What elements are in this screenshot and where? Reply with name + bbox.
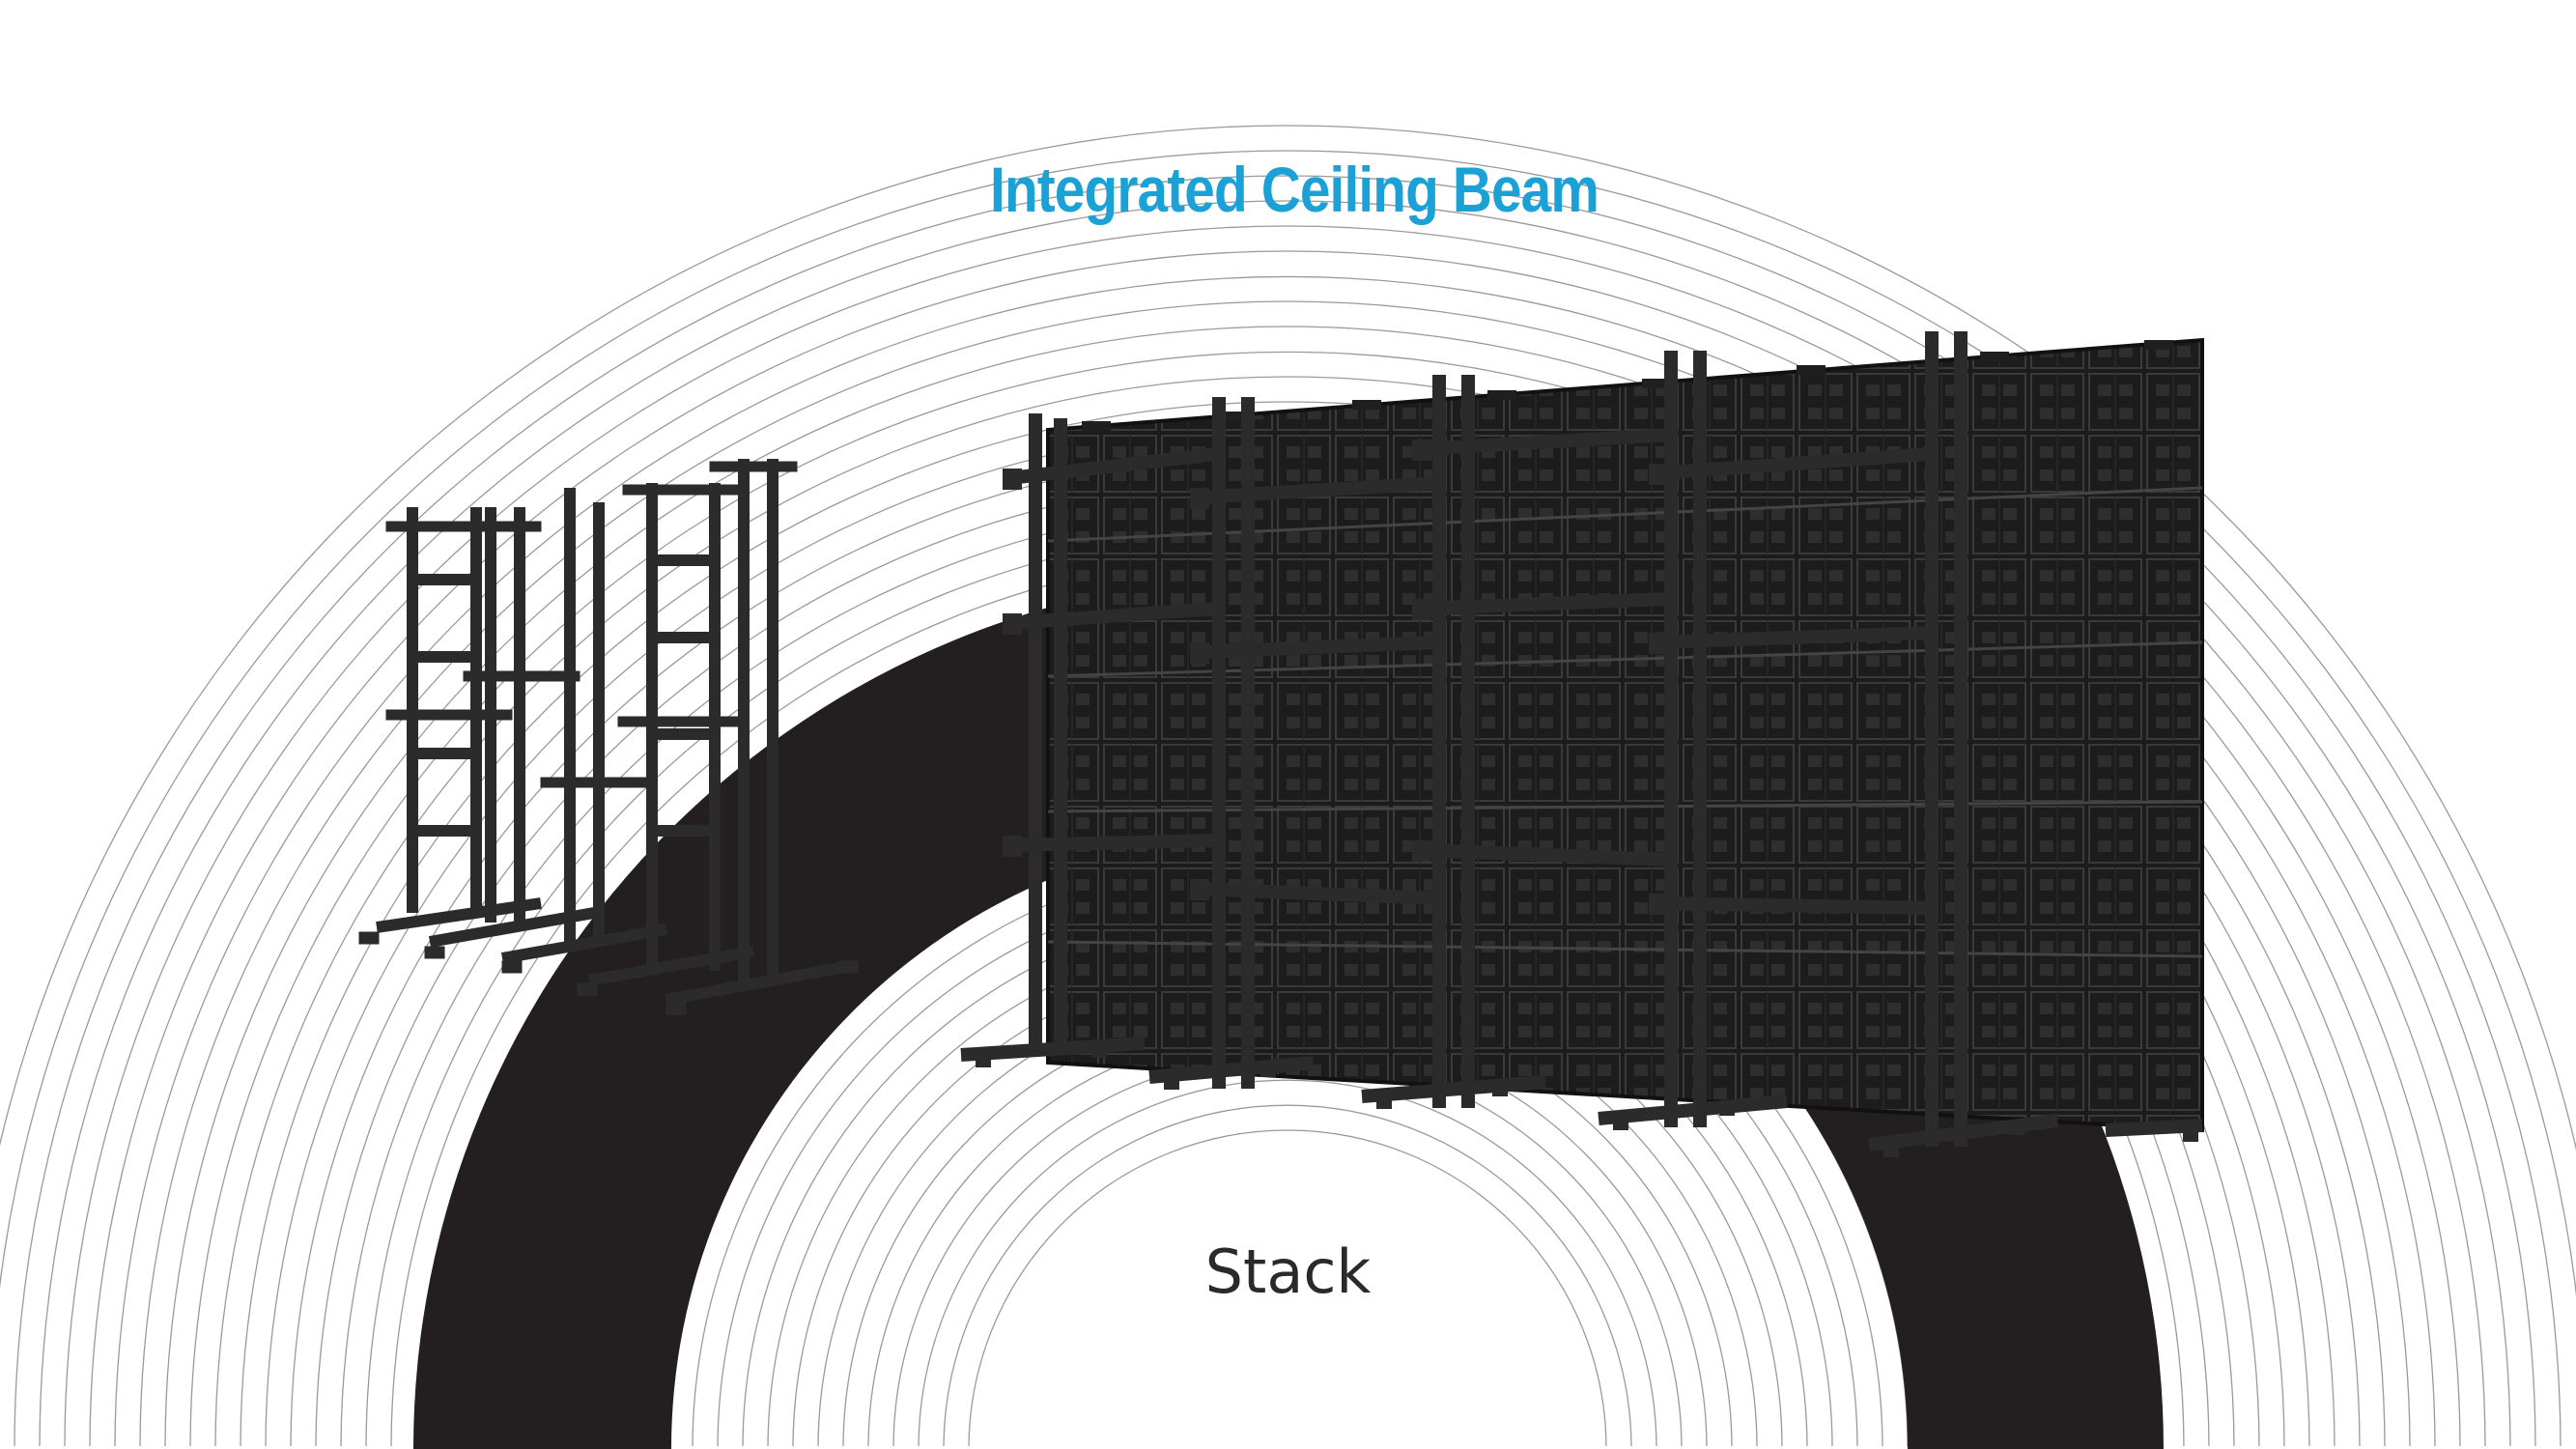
arc-line [39,200,2536,1446]
page-title: Integrated Ceiling Beam [990,154,1599,225]
arc-line [89,250,2486,1446]
arc-line [214,376,2361,1446]
arc-line [139,300,2436,1446]
arc-line [164,326,2411,1446]
frame-stand-icon [358,459,859,1015]
arc-line [0,150,2576,1297]
arc-line [189,351,2386,1446]
arc-line [943,1104,1632,1446]
arc-line [114,275,2461,1446]
caption-label: Stack [1204,1236,1372,1307]
arc-line [0,125,2576,1151]
arc-line [14,175,2562,1446]
arc-line [64,225,2511,1446]
arc-line [968,1129,1607,1446]
arc-line [918,1079,1657,1446]
video-wall-icon [960,331,2204,1157]
